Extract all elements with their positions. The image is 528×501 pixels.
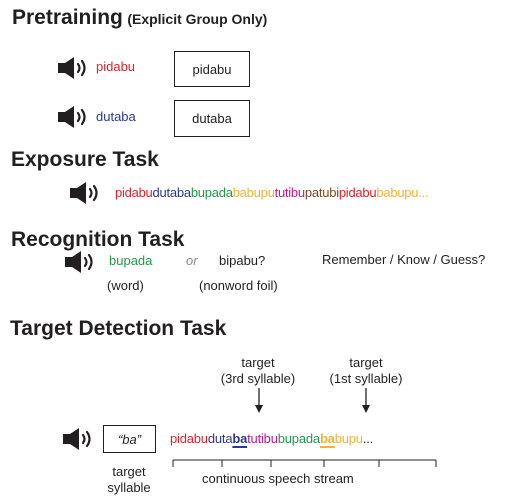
stream-segment: dutaba xyxy=(152,185,192,200)
target-syllable-caption: target syllable xyxy=(92,464,166,496)
stream-segment: tutibu xyxy=(247,431,278,446)
target-detection-title: Target Detection Task xyxy=(10,317,227,340)
target-syllable-box: “ba” xyxy=(103,425,156,453)
stream-segment: pidabu xyxy=(338,185,377,200)
speaker-icon xyxy=(69,181,98,205)
recognition-or: or xyxy=(186,253,198,268)
written-word-box-2: dutaba xyxy=(174,100,250,137)
stream-segment: tutibu xyxy=(274,185,306,200)
pretraining-title: Pretraining xyxy=(12,6,123,29)
stream-segment: bupada xyxy=(190,185,233,200)
word-caption: (word) xyxy=(107,278,144,293)
speaker-icon xyxy=(57,56,86,80)
speaker-icon xyxy=(64,250,93,274)
recognition-title: Recognition Task xyxy=(11,228,185,251)
pretraining-subtitle: (Explicit Group Only) xyxy=(127,11,268,27)
annotation-3rd-detail: (3rd syllable) xyxy=(220,371,296,386)
spoken-word-1: pidabu xyxy=(96,59,136,74)
speaker-icon xyxy=(57,105,86,129)
stream-timeline xyxy=(172,459,437,467)
annotation-3rd-syllable: target (3rd syllable) xyxy=(218,355,298,387)
arrow-down-icon xyxy=(362,388,370,413)
stream-segment: pidabu xyxy=(115,185,153,200)
exposure-title: Exposure Task xyxy=(11,148,159,171)
annotation-1st-label: target xyxy=(349,355,383,370)
stream-segment: babupu... xyxy=(376,185,429,200)
speaker-icon xyxy=(62,427,91,451)
pretraining-heading: Pretraining (Explicit Group Only) xyxy=(12,6,267,30)
target-stream: pidabudutabatutibubupadababupu... xyxy=(170,430,373,448)
recognition-word: bupada xyxy=(109,253,153,268)
written-word-2: dutaba xyxy=(192,111,232,126)
annotation-1st-syllable: target (1st syllable) xyxy=(326,355,406,387)
stream-segment: ba xyxy=(232,431,248,446)
target-syllable-caption-line2: syllable xyxy=(107,480,151,495)
recognition-response: Remember / Know / Guess? xyxy=(322,252,486,267)
recognition-foil: bipabu? xyxy=(219,253,266,268)
spoken-word-2: dutaba xyxy=(96,109,136,124)
arrow-down-icon xyxy=(255,388,263,413)
stream-segment: patubi xyxy=(304,185,339,200)
stream-segment: ... xyxy=(362,431,374,446)
stream-segment: bupu xyxy=(334,431,363,446)
foil-caption: (nonword foil) xyxy=(199,278,278,293)
written-word-box-1: pidabu xyxy=(174,51,250,87)
stream-segment: bupada xyxy=(277,431,320,446)
target-syllable-caption-line1: target xyxy=(112,464,146,479)
stream-caption: continuous speech stream xyxy=(202,471,354,486)
stream-segment: ba xyxy=(319,431,335,446)
stream-segment: babupu xyxy=(232,185,275,200)
stream-segment: duta xyxy=(207,431,233,446)
annotation-3rd-label: target xyxy=(241,355,275,370)
exposure-stream: pidabudutababupadababupututibupatubipida… xyxy=(115,184,429,202)
written-word-1: pidabu xyxy=(192,61,232,77)
stream-segment: pidabu xyxy=(170,431,208,446)
target-syllable: “ba” xyxy=(117,431,142,447)
annotation-1st-detail: (1st syllable) xyxy=(329,371,403,386)
